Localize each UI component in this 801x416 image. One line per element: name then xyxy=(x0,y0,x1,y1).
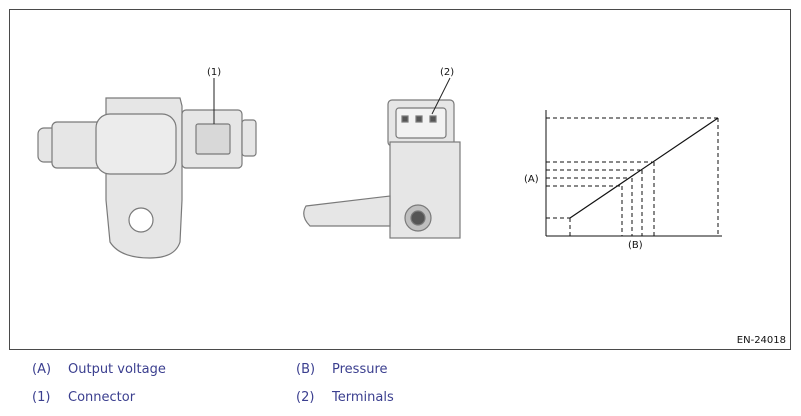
legend-item: (1) Connector xyxy=(32,390,135,410)
graph-line xyxy=(569,117,719,219)
axis-label-a: (A) xyxy=(524,174,539,185)
legend-item: (B) Pressure xyxy=(296,362,388,382)
figure-code: EN-24018 xyxy=(736,335,786,346)
sensor-front-view xyxy=(303,99,461,239)
legend-key: (2) xyxy=(296,390,315,405)
legend-label: Output voltage xyxy=(68,362,166,377)
sensor-side-view xyxy=(37,97,257,259)
legend-key: (A) xyxy=(32,362,52,377)
characteristic-graph xyxy=(545,110,722,237)
callout-terminals: (2) xyxy=(440,67,455,78)
legend-item: (2) Terminals xyxy=(296,390,394,410)
leader-line-2 xyxy=(431,77,451,115)
legend-label: Terminals xyxy=(332,390,394,405)
legend-key: (1) xyxy=(32,390,51,405)
callout-connector: (1) xyxy=(207,67,222,78)
legend: (A) Output voltage (B) Pressure (1) Connect… xyxy=(0,358,801,416)
legend-item: (A) Output voltage xyxy=(32,362,166,382)
legend-label: Connector xyxy=(68,390,136,405)
sensor-illustration xyxy=(37,77,722,259)
figure-frame: (1) (2) (A) (B) EN-24018 xyxy=(9,9,791,350)
legend-label: Pressure xyxy=(332,362,388,377)
graph-guides xyxy=(546,117,719,236)
axis-label-b: (B) xyxy=(628,240,643,251)
legend-key: (B) xyxy=(296,362,316,377)
